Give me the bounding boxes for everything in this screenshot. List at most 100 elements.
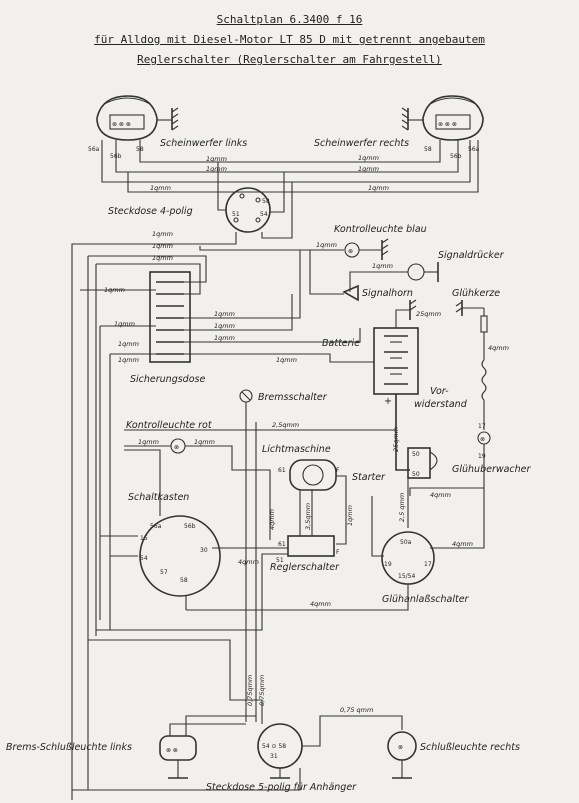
svg-text:⊗: ⊗	[174, 444, 179, 451]
svg-text:1qmm: 1qmm	[118, 356, 139, 364]
title-line-2: für Alldog mit Diesel-Motor LT 85 D mit …	[94, 33, 485, 46]
svg-text:1qmm: 1qmm	[150, 184, 171, 192]
label-tail-right: Schlußleuchte rechts	[420, 742, 520, 753]
svg-text:⊗: ⊗	[480, 436, 485, 443]
svg-text:56a: 56a	[468, 146, 480, 153]
socket-4-pole: 58 51 54	[225, 187, 271, 233]
svg-text:50: 50	[412, 471, 420, 478]
svg-text:1qmm: 1qmm	[214, 310, 235, 318]
label-headlight-right: Scheinwerfer rechts	[314, 138, 409, 149]
label-socket-4: Steckdose 4-polig	[108, 206, 193, 217]
svg-text:56b: 56b	[184, 523, 196, 530]
svg-text:+: +	[384, 396, 392, 407]
label-glow-start-switch: Glühanlaßschalter	[382, 594, 470, 605]
svg-text:17: 17	[478, 423, 486, 430]
svg-text:1qmm: 1qmm	[138, 438, 159, 446]
svg-text:4qmm: 4qmm	[238, 558, 259, 566]
svg-text:1qmm: 1qmm	[316, 241, 337, 249]
svg-text:1qmm: 1qmm	[206, 165, 227, 173]
svg-text:58: 58	[180, 577, 188, 584]
label-regulator: Reglerschalter	[270, 562, 340, 573]
svg-text:4qmm: 4qmm	[310, 600, 331, 608]
tail-light-left: ⊗ ⊗	[159, 735, 197, 779]
svg-text:4qmm: 4qmm	[430, 491, 451, 499]
svg-text:1qmm: 1qmm	[152, 242, 173, 250]
svg-text:1qmm: 1qmm	[346, 505, 354, 526]
svg-text:56a: 56a	[150, 523, 162, 530]
svg-text:54 ⊙ 58: 54 ⊙ 58	[262, 743, 286, 750]
title-line-1: Schaltplan 6.3400 f 16	[216, 13, 363, 26]
svg-text:4qmm: 4qmm	[488, 344, 509, 352]
label-horn: Signalhorn	[362, 288, 413, 299]
label-headlight-left: Scheinwerfer links	[160, 138, 247, 149]
svg-text:58: 58	[262, 198, 270, 205]
label-starter: Starter	[352, 472, 386, 483]
svg-text:30: 30	[200, 547, 208, 554]
headlight-left: ⊗ ⊗ ⊗	[96, 95, 179, 141]
label-pre-resistor-1: Vor-	[430, 386, 449, 397]
title-line-3: Reglerschalter (Reglerschalter am Fahrge…	[137, 53, 442, 66]
label-battery: Batterie	[322, 338, 360, 349]
switch-box: 56a 56b 15 54 30 57 58	[139, 515, 221, 597]
label-brake-switch: Bremsschalter	[258, 392, 328, 403]
svg-text:1qmm: 1qmm	[194, 438, 215, 446]
socket-5-pole: 54 ⊙ 58 31	[257, 723, 303, 779]
svg-text:⊗: ⊗	[348, 248, 353, 255]
svg-text:2,5qmm: 2,5qmm	[272, 421, 299, 429]
label-fuse-box: Sicherungsdose	[130, 374, 205, 385]
dynamo: 61 F	[278, 459, 340, 491]
glow-start-switch: 50a 19 17 15/54	[381, 531, 435, 585]
svg-text:15/54: 15/54	[398, 573, 415, 580]
svg-text:54: 54	[140, 555, 148, 562]
svg-text:1qmm: 1qmm	[214, 334, 235, 342]
svg-text:F: F	[336, 467, 340, 474]
label-tail-left: Brems-Schlußleuchte links	[6, 742, 132, 753]
svg-text:4qmm: 4qmm	[452, 540, 473, 548]
svg-text:50a: 50a	[400, 539, 412, 546]
svg-text:51: 51	[232, 211, 240, 218]
svg-text:1qmm: 1qmm	[368, 184, 389, 192]
diagram-title: Schaltplan 6.3400 f 16 für Alldog mit Di…	[0, 10, 579, 70]
svg-text:1qmm: 1qmm	[104, 286, 125, 294]
svg-text:54: 54	[260, 211, 268, 218]
svg-text:1qmm: 1qmm	[206, 155, 227, 163]
svg-text:58: 58	[424, 146, 432, 153]
svg-text:1qmm: 1qmm	[118, 340, 139, 348]
svg-text:1qmm: 1qmm	[358, 154, 379, 162]
svg-text:2,5 qmm: 2,5 qmm	[398, 493, 406, 522]
label-glow-plug: Glühkerze	[452, 288, 500, 299]
svg-text:⊗: ⊗	[398, 744, 403, 751]
svg-text:31: 31	[270, 753, 278, 760]
svg-text:19: 19	[478, 453, 486, 460]
label-socket-5: Steckdose 5-polig für Anhänger	[206, 782, 357, 793]
label-pre-resistor-2: widerstand	[414, 399, 468, 410]
svg-text:25qmm: 25qmm	[416, 310, 441, 318]
svg-text:1qmm: 1qmm	[372, 262, 393, 270]
svg-text:3,5qmm: 3,5qmm	[304, 503, 312, 530]
svg-text:1qmm: 1qmm	[114, 320, 135, 328]
svg-text:1qmm: 1qmm	[152, 230, 173, 238]
svg-text:0,75qmm: 0,75qmm	[246, 675, 254, 706]
svg-text:1qmm: 1qmm	[358, 165, 379, 173]
fuse-box	[149, 271, 191, 363]
svg-text:0,75qmm: 0,75qmm	[258, 675, 266, 706]
svg-text:61: 61	[278, 467, 286, 474]
label-ctrl-blue: Kontrolleuchte blau	[334, 224, 427, 235]
headlight-right: ⊗ ⊗ ⊗	[401, 95, 484, 141]
svg-text:⊗ ⊗ ⊗: ⊗ ⊗ ⊗	[438, 121, 457, 128]
label-glow-monitor: Glühuberwacher	[452, 464, 532, 475]
svg-text:1qmm: 1qmm	[152, 254, 173, 262]
svg-text:50: 50	[412, 451, 420, 458]
label-signal-button: Signaldrücker	[438, 250, 505, 261]
svg-text:25qmm: 25qmm	[392, 427, 400, 452]
svg-text:⊗ ⊗: ⊗ ⊗	[166, 747, 178, 754]
svg-text:1qmm: 1qmm	[276, 356, 297, 364]
svg-text:57: 57	[160, 569, 168, 576]
svg-text:56b: 56b	[450, 153, 462, 160]
svg-text:15: 15	[140, 535, 148, 542]
label-switch-box: Schaltkasten	[128, 492, 189, 503]
svg-text:17: 17	[424, 561, 432, 568]
svg-text:1qmm: 1qmm	[214, 322, 235, 330]
svg-text:0,75 qmm: 0,75 qmm	[340, 706, 373, 714]
